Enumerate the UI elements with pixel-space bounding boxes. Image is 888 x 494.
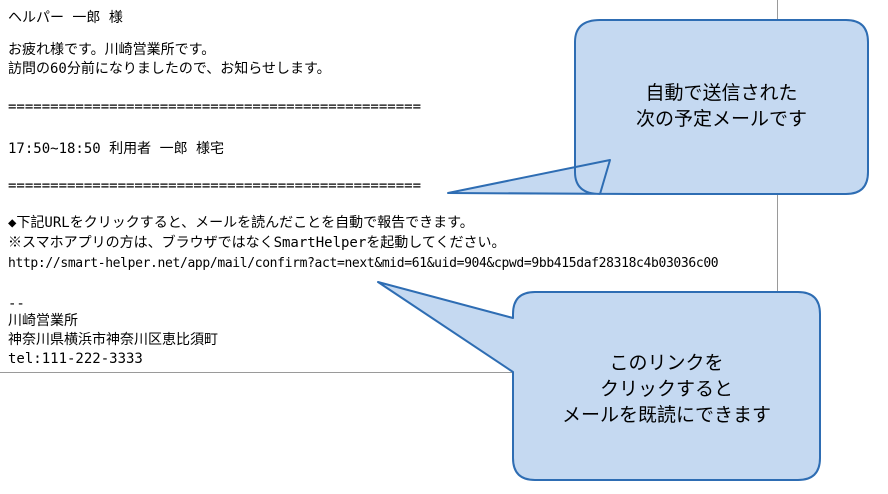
body-line-2: 訪問の60分前になりましたので、お知らせします。 — [8, 61, 331, 77]
signature-tel: tel:111-222-3333 — [8, 351, 143, 367]
callout-top-shape — [447, 19, 869, 195]
note-line-2: ※スマホアプリの方は、ブラウザではなくSmartHelperを起動してください。 — [8, 235, 506, 251]
note-line-1: ◆下記URLをクリックすると、メールを読んだことを自動で報告できます。 — [8, 215, 474, 231]
separator-top: ========================================… — [8, 99, 422, 115]
schedule-line: 17:50~18:50 利用者 一郎 様宅 — [8, 141, 225, 157]
signature-dash: -- — [8, 296, 25, 312]
callout-bottom-text: このリンクを クリックすると メールを既読にできます — [561, 352, 771, 426]
signature-office: 川崎営業所 — [8, 313, 78, 329]
separator-bottom: ========================================… — [8, 178, 422, 194]
greeting: ヘルパー 一郎 様 — [8, 10, 123, 26]
confirm-link[interactable]: http://smart-helper.net/app/mail/confirm… — [8, 256, 719, 271]
signature-address: 神奈川県横浜市神奈川区恵比須町 — [8, 332, 218, 348]
callout-bottom-shape — [377, 281, 821, 481]
callout-top-text: 自動で送信された 次の予定メールです — [635, 82, 807, 130]
body-line-1: お疲れ様です。川崎営業所です。 — [8, 42, 216, 58]
